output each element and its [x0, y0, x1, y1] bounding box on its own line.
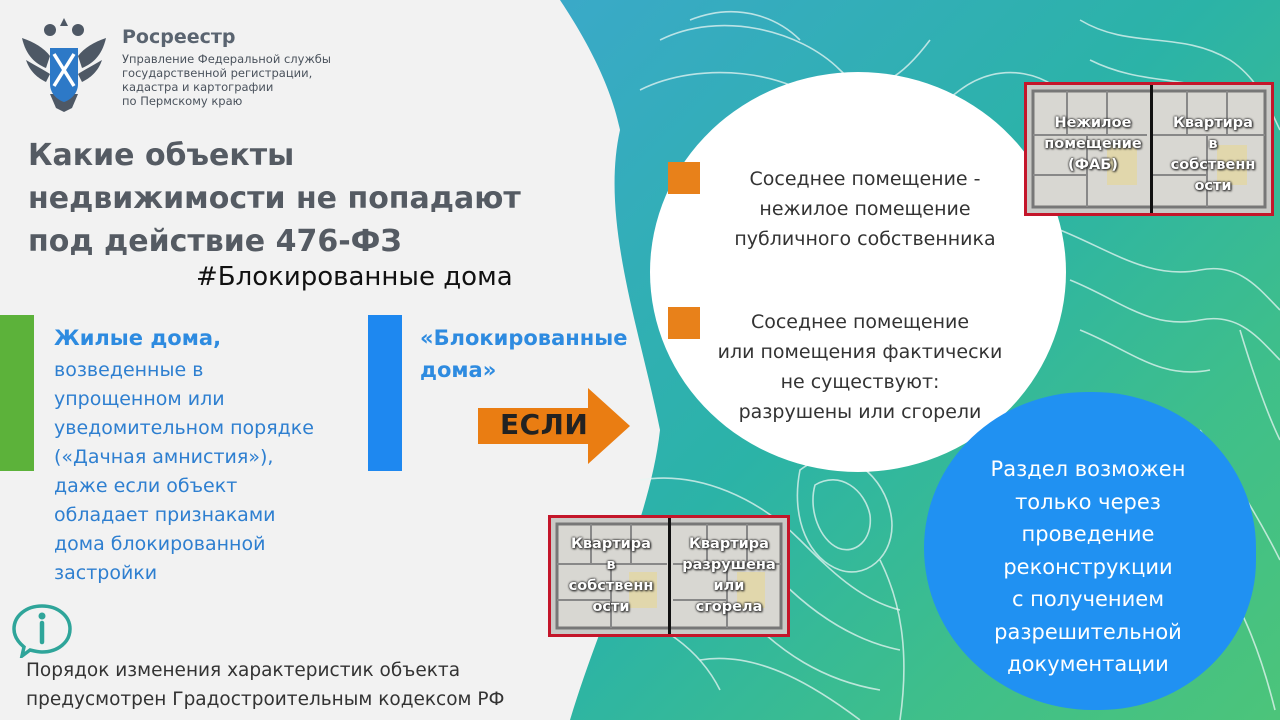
plan-top-right-label: Квартира в собственн ости	[1155, 113, 1271, 197]
residential-description: возведенные в упрощенном или уведомитель…	[54, 356, 354, 588]
org-subtitle-line: кадастра и картографии	[122, 80, 274, 94]
result-line: реконструкции	[1003, 554, 1173, 579]
floor-plan-bottom: Квартира в собственн ости Квартира разру…	[548, 515, 790, 637]
page-title-line: недвижимости не попадают	[28, 181, 521, 216]
residential-line: даже если объект	[54, 475, 238, 497]
arrow-right-icon	[478, 388, 630, 464]
conditions-circle	[650, 72, 1066, 472]
condition-line: не существуют:	[780, 371, 940, 393]
blue-accent-bar	[368, 315, 402, 471]
plan-label-line: Квартира	[689, 536, 769, 552]
residential-line: упрощенном или	[54, 388, 225, 410]
plan-label-line: в	[1208, 136, 1218, 152]
green-accent-bar	[0, 315, 34, 471]
condition-line: разрушены или сгорели	[738, 401, 982, 423]
double-headed-eagle-emblem	[22, 18, 106, 112]
floor-plan-drawing	[1031, 89, 1267, 209]
plan-label-line: или	[713, 578, 745, 594]
result-line: документации	[1007, 652, 1169, 676]
plan-label-line: ости	[1194, 178, 1232, 194]
plan-label-line: Нежилое	[1054, 115, 1132, 131]
blocked-title-line: «Блокированные	[420, 326, 628, 350]
plan-label-line: помещение	[1044, 136, 1142, 152]
orange-bullet	[668, 307, 700, 339]
condition-destroyed: Соседнее помещение или помещения фактиче…	[680, 307, 1040, 427]
footer-line: предусмотрен Градостроительным кодексом …	[26, 689, 505, 710]
plan-label-line: собственн	[1170, 157, 1256, 173]
footer-line: Порядок изменения характеристик объекта	[26, 660, 461, 681]
plan-bottom-left-label: Квартира в собственн ости	[553, 534, 669, 618]
residential-line: обладает признаками	[54, 504, 276, 526]
plan-divider	[1150, 85, 1153, 213]
result-line: Раздел возможен	[990, 457, 1186, 481]
condition-public-owner: Соседнее помещение - нежилое помещение п…	[700, 164, 1030, 254]
residential-line: возведенные в	[54, 359, 204, 381]
result-circle	[924, 392, 1256, 710]
page-title: Какие объекты недвижимости не попадают п…	[28, 134, 588, 263]
condition-line: публичного собственника	[734, 228, 996, 250]
blocked-houses-title: «Блокированные дома»	[420, 322, 660, 386]
org-subtitle-line: государственной регистрации,	[122, 66, 313, 80]
residential-line: застройки	[54, 562, 158, 584]
orange-bullet	[668, 162, 700, 194]
if-label: ЕСЛИ	[500, 408, 589, 441]
plan-label-line: сгорела	[695, 599, 763, 615]
page-title-line: под действие 476-ФЗ	[28, 224, 402, 259]
result-line: только через	[1015, 489, 1161, 514]
page-title-line: Какие объекты	[28, 138, 295, 173]
plan-bottom-right-label: Квартира разрушена или сгорела	[671, 534, 787, 618]
result-line: проведение	[1021, 522, 1155, 546]
result-line: с получением	[1011, 587, 1165, 611]
blocked-title-line: дома»	[420, 358, 497, 382]
result-line: разрешительной	[994, 619, 1182, 644]
condition-line: или помещения фактически	[717, 341, 1003, 363]
plan-label-line: разрушена	[682, 557, 776, 573]
plan-label-line: собственн	[568, 578, 654, 594]
residential-title: Жилые дома,	[54, 326, 222, 350]
plan-label-line: Квартира	[1173, 115, 1253, 131]
org-subtitle: Управление Федеральной службы государств…	[122, 52, 352, 108]
plan-label-line: (ФАБ)	[1068, 157, 1118, 173]
plan-label-line: ости	[592, 599, 630, 615]
org-subtitle-line: Управление Федеральной службы	[122, 52, 331, 66]
org-name: Росреестр	[122, 26, 236, 48]
org-subtitle-line: по Пермскому краю	[122, 94, 243, 108]
residential-line: дома блокированной	[54, 533, 266, 555]
plan-top-left-label: Нежилое помещение (ФАБ)	[1031, 113, 1155, 176]
plan-label-line: в	[606, 557, 616, 573]
plan-divider	[668, 518, 671, 634]
info-speech-bubble-icon	[12, 604, 72, 658]
hashtag: #Блокированные дома	[196, 262, 513, 292]
plan-label-line: Квартира	[571, 536, 651, 552]
floor-plan-top: Нежилое помещение (ФАБ) Квартира в собст…	[1024, 82, 1274, 216]
condition-line: Соседнее помещение	[750, 311, 970, 333]
condition-line: Соседнее помещение -	[749, 168, 981, 190]
residential-line: уведомительном порядке	[54, 417, 314, 439]
footer-note: Порядок изменения характеристик объекта …	[26, 656, 586, 714]
condition-line: нежилое помещение	[759, 198, 971, 220]
residential-line: («Дачная амнистия»),	[54, 446, 274, 468]
result-text: Раздел возможен только через проведение …	[930, 453, 1246, 681]
